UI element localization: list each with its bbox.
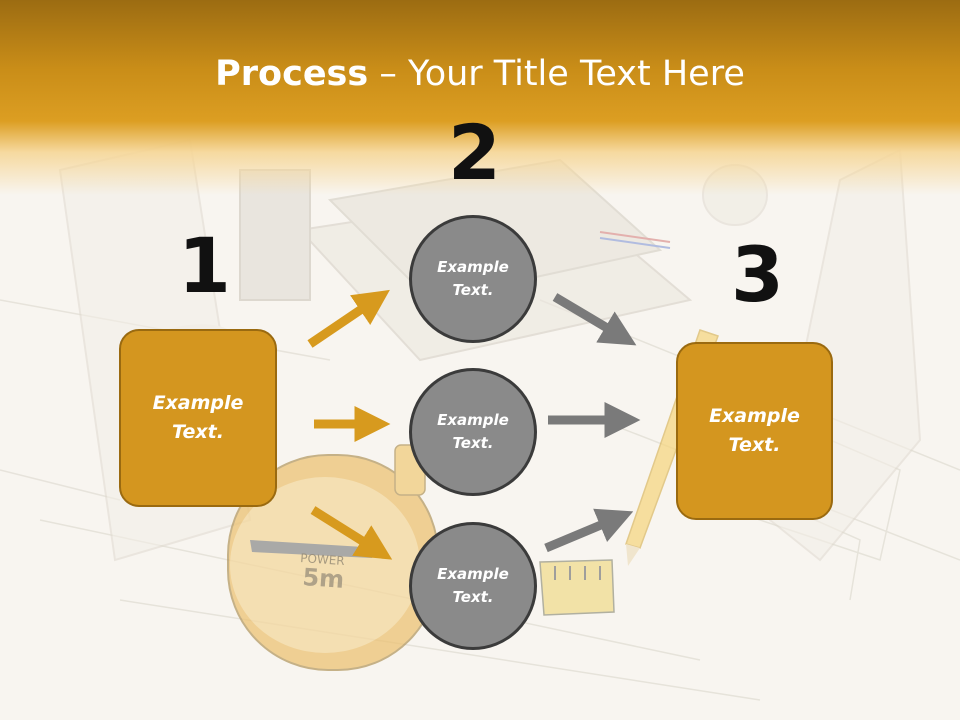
circle2-line2: Text. [452, 434, 494, 452]
circle2-line1: Example [437, 411, 509, 429]
tape-measure-illustration [227, 444, 439, 671]
step2-circle-2[interactable]: Example Text. [409, 368, 537, 496]
step-number-2: 2 [448, 108, 501, 197]
step1-text-box[interactable]: Example Text. [119, 329, 277, 507]
step-number-1: 1 [178, 221, 231, 310]
step2-circle-3[interactable]: Example Text. [409, 522, 537, 650]
circle1-line1: Example [437, 258, 509, 276]
title-rest-part: – Your Title Text Here [368, 54, 745, 94]
step-number-3: 3 [731, 230, 784, 319]
circle1-line2: Text. [452, 281, 494, 299]
circle3-line2: Text. [452, 588, 494, 606]
slide-title: Process – Your Title Text Here [0, 52, 960, 96]
title-bold-part: Process [215, 54, 369, 94]
step3-line1: Example [709, 405, 800, 427]
title-header-band [0, 0, 960, 195]
step1-line2: Text. [172, 421, 224, 443]
step3-line2: Text. [728, 434, 781, 456]
arrow-circle1-to-box3 [552, 293, 637, 346]
step1-line1: Example [152, 392, 244, 414]
tape-brand-text: POWER [300, 551, 345, 568]
arrow-box1-to-circle1 [307, 289, 390, 348]
arrow-box1-to-circle3 [310, 506, 393, 560]
arrow-circle3-to-box3 [544, 508, 634, 553]
tape-length-text: 5m [302, 563, 346, 594]
step2-circle-1[interactable]: Example Text. [409, 215, 537, 343]
circle3-line1: Example [437, 565, 509, 583]
step3-text-box[interactable]: Example Text. [676, 342, 833, 520]
